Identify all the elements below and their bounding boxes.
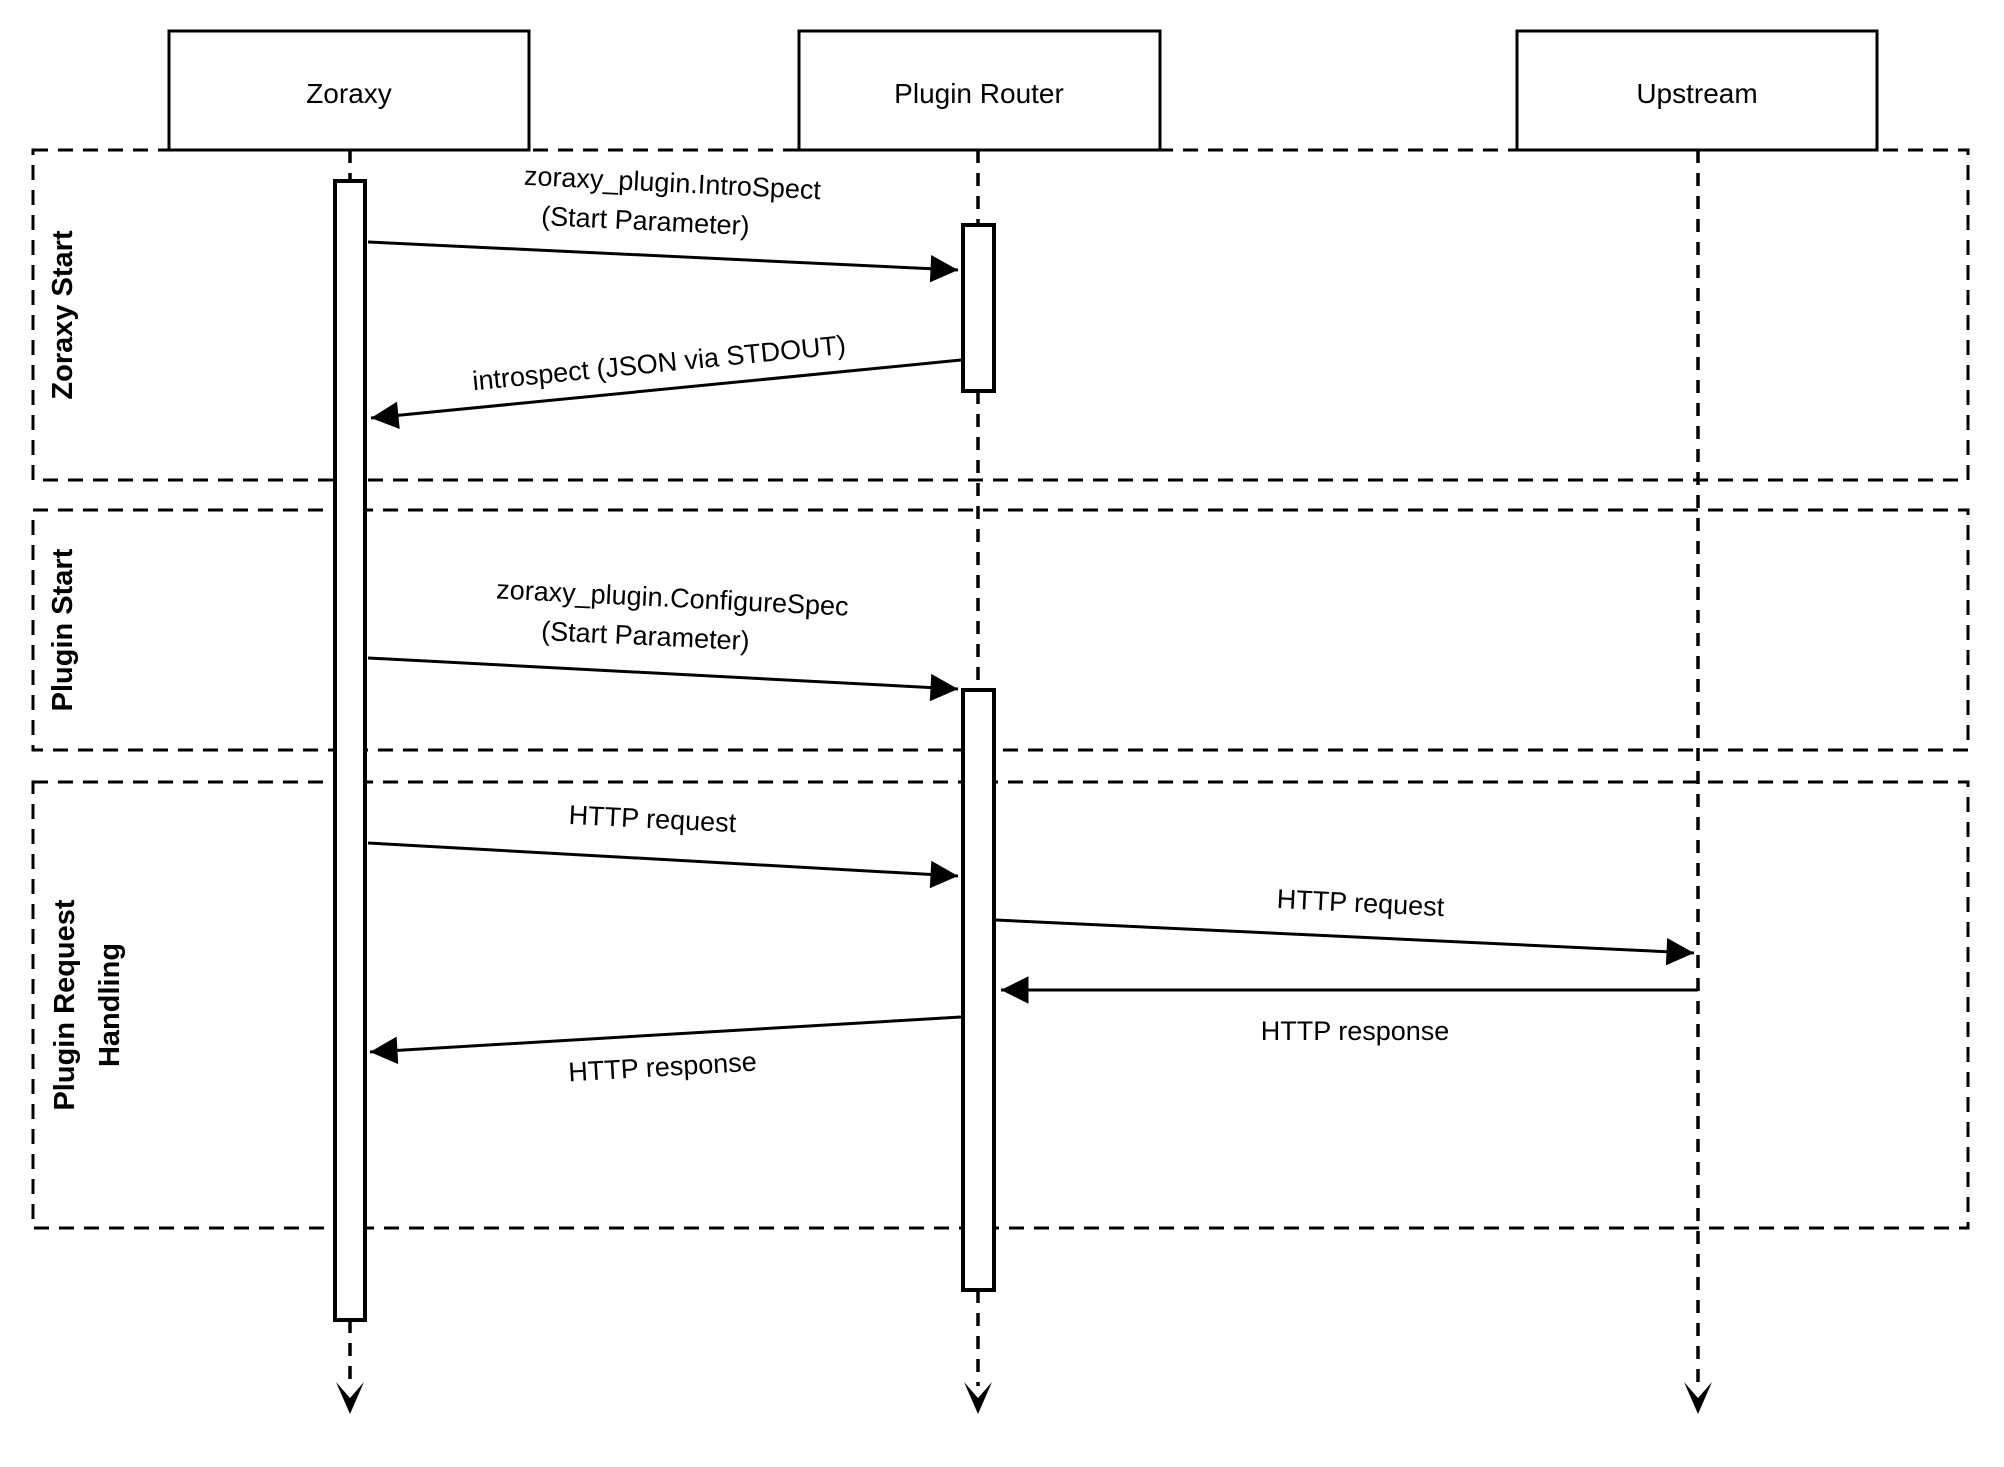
message-http-request-to-plugin: HTTP request — [367, 800, 959, 889]
activation-bar-plugin-router-1 — [961, 223, 996, 393]
lifeline-end-arrow-icon — [1684, 1382, 1712, 1414]
message-arrow — [995, 918, 1695, 966]
message-introspect-call: zoraxy_plugin.IntroSpect (Start Paramete… — [367, 161, 959, 283]
actor-upstream: Upstream — [1515, 29, 1879, 152]
section-frame — [31, 780, 1970, 1230]
section-label-line1: Plugin Request — [49, 899, 81, 1110]
message-http-request-to-upstream: HTTP request — [995, 884, 1695, 966]
actor-zoraxy: Zoraxy — [167, 29, 531, 152]
activation-bar-zoraxy — [333, 179, 367, 1322]
message-arrow — [367, 841, 959, 889]
actor-label: Plugin Router — [894, 78, 1064, 109]
message-label-line2: (Start Parameter) — [541, 616, 751, 656]
section-label: Zoraxy Start — [47, 230, 79, 400]
lifeline-upstream — [1684, 150, 1712, 1414]
section-plugin-request-handling: Plugin Request Handling — [31, 780, 1970, 1230]
lifeline-plugin-router — [964, 150, 992, 1414]
section-zoraxy-start: Zoraxy Start — [31, 148, 1970, 482]
section-frame — [31, 508, 1970, 752]
message-http-response-to-zoraxy: HTTP response — [369, 1015, 962, 1088]
message-label-line1: HTTP request — [1276, 884, 1445, 922]
message-introspect-return: introspect (JSON via STDOUT) — [370, 330, 962, 429]
message-http-response-from-upstream: HTTP response — [1001, 976, 1698, 1046]
section-frame — [31, 148, 1970, 482]
actor-label: Zoraxy — [306, 78, 392, 109]
message-arrow — [367, 656, 959, 702]
lifeline-zoraxy — [336, 150, 364, 1414]
message-label-line1: introspect (JSON via STDOUT) — [471, 330, 847, 396]
message-arrow — [367, 240, 959, 283]
actor-box — [167, 29, 531, 152]
message-label-line1: zoraxy_plugin.ConfigureSpec — [496, 574, 850, 621]
section-label-line2: Handling — [94, 943, 126, 1067]
activation-bar-plugin-router-2 — [961, 688, 996, 1292]
section-plugin-start: Plugin Start — [31, 508, 1970, 752]
message-label-line1: HTTP response — [1261, 1016, 1450, 1046]
message-label-line1: HTTP response — [567, 1047, 757, 1088]
actor-box — [1515, 29, 1879, 152]
message-arrow — [370, 358, 962, 429]
lifeline-end-arrow-icon — [964, 1382, 992, 1414]
section-label: Plugin Start — [47, 548, 79, 711]
message-label-line1: HTTP request — [568, 800, 737, 838]
message-label-line1: zoraxy_plugin.IntroSpect — [523, 161, 822, 206]
actor-box — [797, 29, 1162, 152]
actor-label: Upstream — [1636, 78, 1757, 109]
message-label-line2: (Start Parameter) — [541, 201, 751, 241]
message-arrow — [369, 1015, 962, 1065]
message-configurespec-call: zoraxy_plugin.ConfigureSpec (Start Param… — [367, 574, 959, 702]
lifeline-end-arrow-icon — [336, 1382, 364, 1414]
actor-plugin-router: Plugin Router — [797, 29, 1162, 152]
